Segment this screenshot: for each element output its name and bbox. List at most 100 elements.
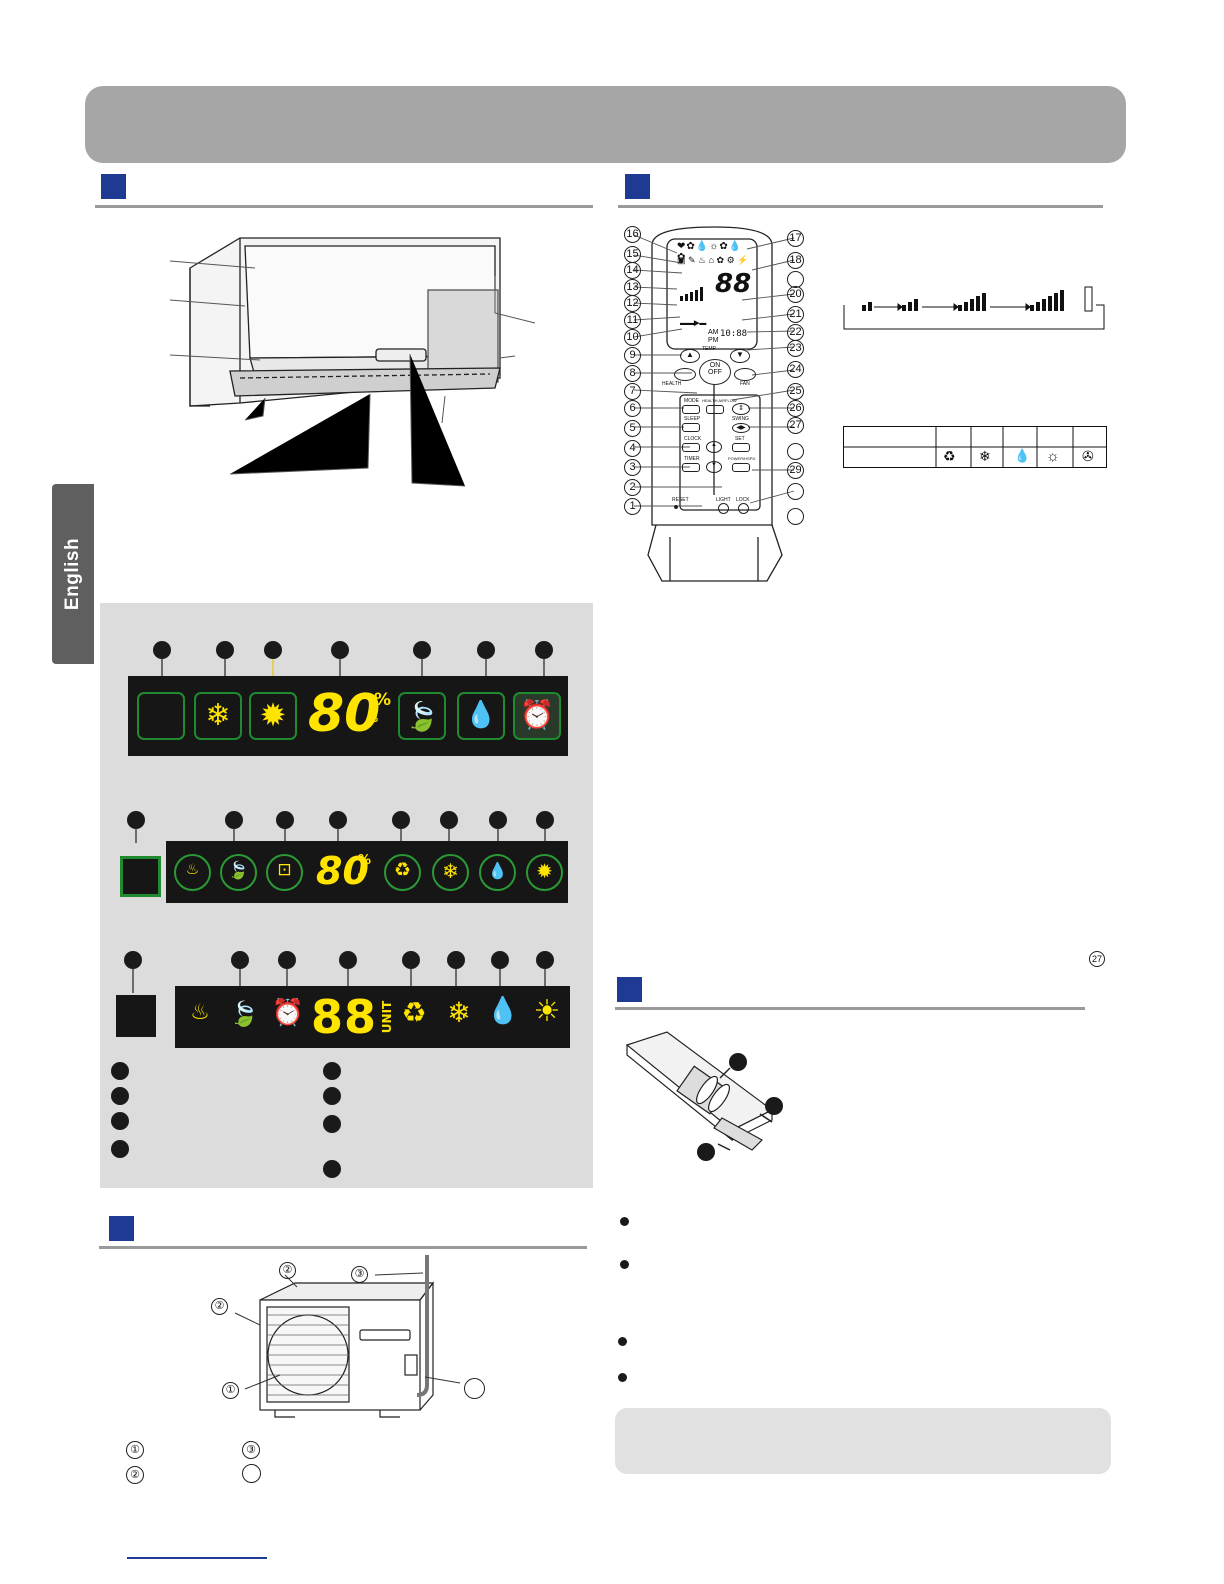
callout-leaders-1 [161,659,545,683]
power-on-label: ON [709,362,721,369]
legend-dot [323,1115,341,1133]
callout-25: 25 [787,383,804,400]
temp-label: TEMP [702,346,716,352]
legend-dot [323,1062,341,1080]
mode-table-grid [843,426,1107,468]
temp-down-button[interactable]: ▼ [730,349,750,363]
leaf-icon: 🍃 [227,861,250,881]
set-button[interactable] [732,443,750,452]
reset-button[interactable] [674,505,678,509]
lcd-pm-label: PM [708,337,719,344]
heater-ring: ♨ [174,854,211,891]
legend-dot [111,1062,129,1080]
battery-install-illustration [625,1031,783,1161]
health-button[interactable] [674,368,696,381]
language-tab[interactable]: English [52,484,94,664]
remote-control: ❤✿💧☼✿💧✿ ▣ ✎ ♨ ⌂ ✿ ⚙ ⚡ 88 ▬▬▶▬ AM PM 10:8… [622,225,807,587]
footer-link-underline[interactable] [127,1557,267,1559]
display-panel-area: ❄ ✹ 80 % ° 🍃 💧 ⏰ [100,603,593,1188]
health-indicator: 🍃 [398,692,446,740]
reset-label: RESET [672,497,689,503]
callout-dot [413,641,431,659]
mode-button[interactable] [682,405,700,414]
light-button[interactable] [718,503,729,514]
unit-label: UNIT [380,1000,395,1034]
section-rule-indoor [95,205,593,208]
panel-1-readout: 80 [308,684,381,744]
callout-leaders-2 [135,828,546,843]
callout-dot [264,641,282,659]
callout-dot [153,641,171,659]
callout-leaders-3 [132,968,546,993]
alarm-clock-icon: ⏰ [519,698,555,731]
fan-mode-icon: ✇ [1082,448,1094,464]
fan-speed-cycle-diagram [843,286,1105,330]
light-label: LIGHT [716,497,731,503]
degree-sign: ° [372,716,379,732]
health-label: HEALTH [662,381,682,387]
ref-callout-27: 27 [1089,951,1105,967]
clock-button[interactable] [682,443,700,452]
auto-mode-icon: ♻ [943,448,956,464]
callout-dot [124,951,142,969]
outdoor-legend-3: ③ [242,1441,260,1459]
callout-dot [331,641,349,659]
callout-24: 24 [787,361,804,378]
up-button[interactable]: ▲ [706,441,722,453]
lock-button[interactable] [738,503,749,514]
sleep-label: SLEEP [684,416,701,422]
heat-ring: ✹ [526,854,563,891]
section-rule-remote [618,205,1103,208]
fan-button[interactable] [734,368,756,381]
callout-15: 15 [624,246,641,263]
lcd-fan-bars [680,285,710,301]
percent-sign: % [358,853,372,868]
leaf-icon: 🍃 [404,700,440,733]
callout-14: 14 [624,262,641,279]
callout-27: 27 [787,417,804,434]
mode-label: MODE [684,398,699,404]
callout-dot [127,811,145,829]
timer-label: TIMER [684,456,700,462]
timer-button[interactable] [682,463,700,472]
sun-icon: ☀ [533,994,561,1029]
callout-21: 21 [787,306,804,323]
down-button[interactable]: ▼ [706,461,722,473]
swing-label: SWING [732,416,749,422]
sleep-button[interactable] [682,423,700,432]
callout-12: 12 [624,295,641,312]
legend-dot [323,1087,341,1105]
callout-dot [477,641,495,659]
lcd-clock-digits: 10:88 [720,329,748,339]
callout-1: 1 [624,498,641,515]
timer-icon: ⊡ [277,860,292,880]
blank-indicator [137,692,185,740]
legend-dot [323,1160,341,1178]
power-button[interactable]: ON OFF [699,359,731,385]
outdoor-callout-blank [464,1378,485,1399]
powerful-label: POWER/HSPD [728,456,756,461]
callout-dot [392,811,410,829]
callout-26: 26 [787,400,804,417]
outdoor-callout-3: ③ [351,1266,368,1283]
heater-icon: ♨ [190,1000,210,1025]
outdoor-callout-1: ① [222,1382,239,1399]
callout-10: 10 [624,329,641,346]
bullet-1 [620,1217,629,1226]
standalone-indicator-3 [116,995,156,1037]
horizontal-swing-button[interactable]: ◀▶ [732,423,750,433]
vertical-swing-button[interactable]: ⇕ [732,403,750,415]
sleep-clock-icon: ⏰ [271,998,305,1028]
health-airflow-button[interactable] [706,405,724,414]
callout-dot [278,951,296,969]
callout-dot [536,811,554,829]
callout-5: 5 [624,420,641,437]
degree-sign: ° [357,871,363,884]
powerful-button[interactable] [732,463,750,472]
temp-up-button[interactable]: ▲ [680,349,700,363]
callout-dot [276,811,294,829]
lcd-mode-icons: ❤✿💧☼✿💧✿ [677,241,743,263]
heat-mode-icon: ☼ [1046,448,1060,465]
section-marker-remote [625,174,650,199]
recycle-icon: ♻ [401,996,427,1029]
